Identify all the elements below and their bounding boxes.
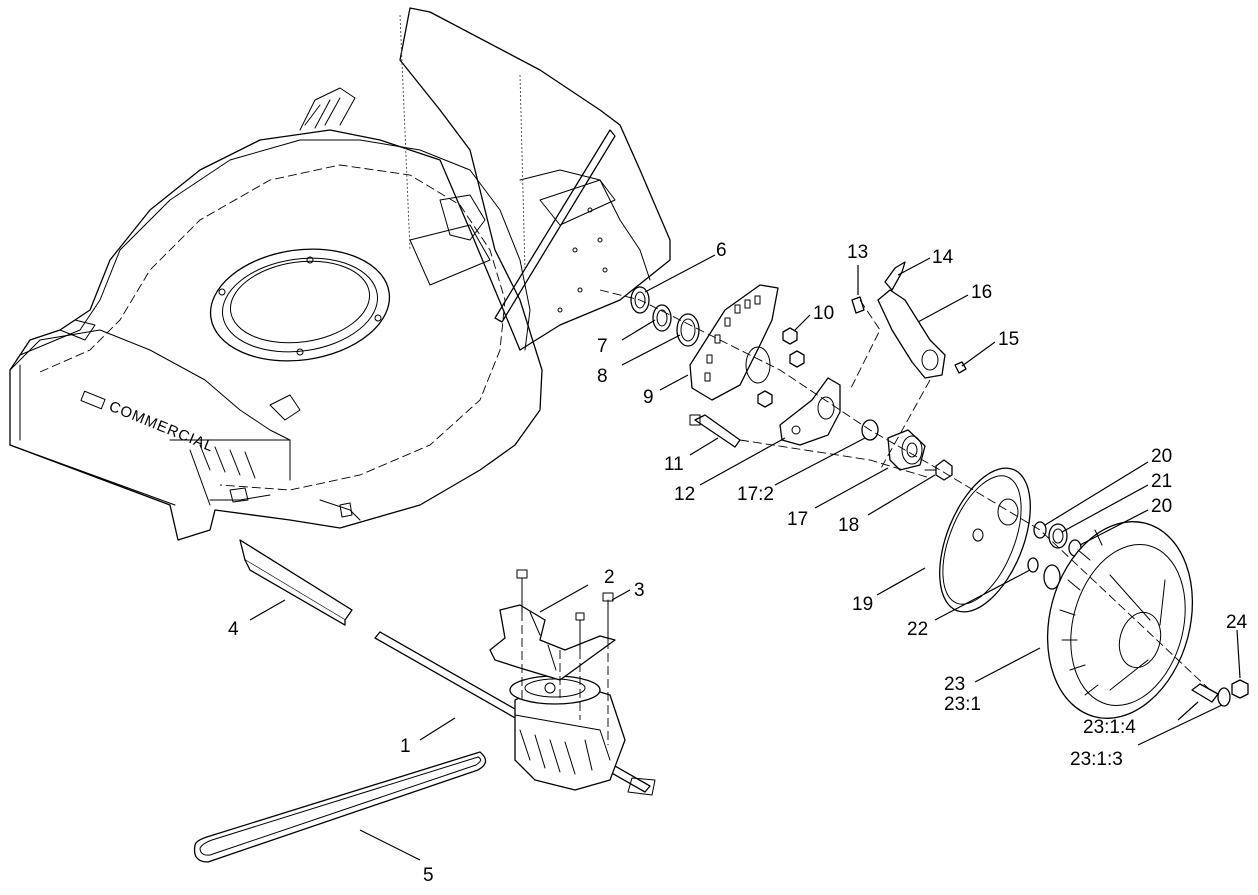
part-20-washer-a xyxy=(1033,521,1047,539)
assembly-guides-lower xyxy=(521,612,609,745)
part-5-belt xyxy=(193,751,487,863)
callout-5: 5 xyxy=(423,865,434,886)
part-17-spindle xyxy=(887,429,926,471)
callout-11: 11 xyxy=(664,454,684,475)
callout-24: 24 xyxy=(1226,612,1248,633)
callout-21: 21 xyxy=(1151,471,1172,492)
part-3-bolts xyxy=(575,592,614,651)
part-12-pivot-plate xyxy=(779,377,841,446)
callout-12: 12 xyxy=(674,484,695,505)
mower-deck: COMMERCIAL xyxy=(9,7,671,541)
callout-15: 15 xyxy=(998,329,1019,350)
callout-8: 8 xyxy=(597,366,608,387)
part-4-baffle xyxy=(239,539,353,626)
callout-4: 4 xyxy=(228,619,239,640)
callout-23: 23 xyxy=(944,674,965,695)
callout-14: 14 xyxy=(932,247,954,268)
part-24-nut xyxy=(1231,679,1249,699)
callout-23-1: 23:1 xyxy=(944,694,981,715)
part-21-gear xyxy=(1048,523,1068,549)
callout-9: 9 xyxy=(643,387,654,408)
part-2-bracket xyxy=(489,569,616,681)
callout-23-1-4: 23:1:4 xyxy=(1083,717,1136,738)
callout-1: 1 xyxy=(400,736,411,757)
callout-17-2: 17:2 xyxy=(737,484,774,505)
part-18-bolt xyxy=(924,459,953,481)
callout-6: 6 xyxy=(716,240,727,261)
callout-16: 16 xyxy=(971,282,992,303)
callout-17: 17 xyxy=(787,509,808,530)
part-19-hubcap xyxy=(939,467,1031,613)
part-10-nuts xyxy=(757,327,805,408)
callout-20b: 20 xyxy=(1151,496,1172,517)
callout-labels: 1 2 3 4 5 6 7 8 9 10 11 12 13 14 15 16 1… xyxy=(228,240,1248,886)
part-8-washer xyxy=(676,313,700,347)
leader-lines xyxy=(249,254,1241,861)
part-14-lever-grip xyxy=(884,261,906,291)
callout-20a: 20 xyxy=(1151,446,1172,467)
assembly-axis-lines xyxy=(599,289,1211,691)
part-9-height-plate xyxy=(689,284,779,401)
callout-13: 13 xyxy=(847,242,868,263)
transmission xyxy=(509,675,626,791)
part-11-bolt xyxy=(689,414,741,448)
part-23-1-4-axle xyxy=(1191,683,1219,703)
callout-3: 3 xyxy=(634,580,645,601)
callout-19: 19 xyxy=(852,594,873,615)
callout-7: 7 xyxy=(597,336,608,357)
part-22-washers xyxy=(1027,557,1061,590)
callout-22: 22 xyxy=(907,619,928,640)
part-7-spacer xyxy=(652,304,672,332)
part-16-lever xyxy=(877,289,946,379)
callout-2: 2 xyxy=(604,567,615,588)
callout-23-1-3: 23:1:3 xyxy=(1070,749,1123,770)
callout-18: 18 xyxy=(838,515,859,536)
part-23-1-3-bearing xyxy=(1217,687,1231,707)
part-13-clip xyxy=(851,296,865,314)
callout-10: 10 xyxy=(813,303,834,324)
